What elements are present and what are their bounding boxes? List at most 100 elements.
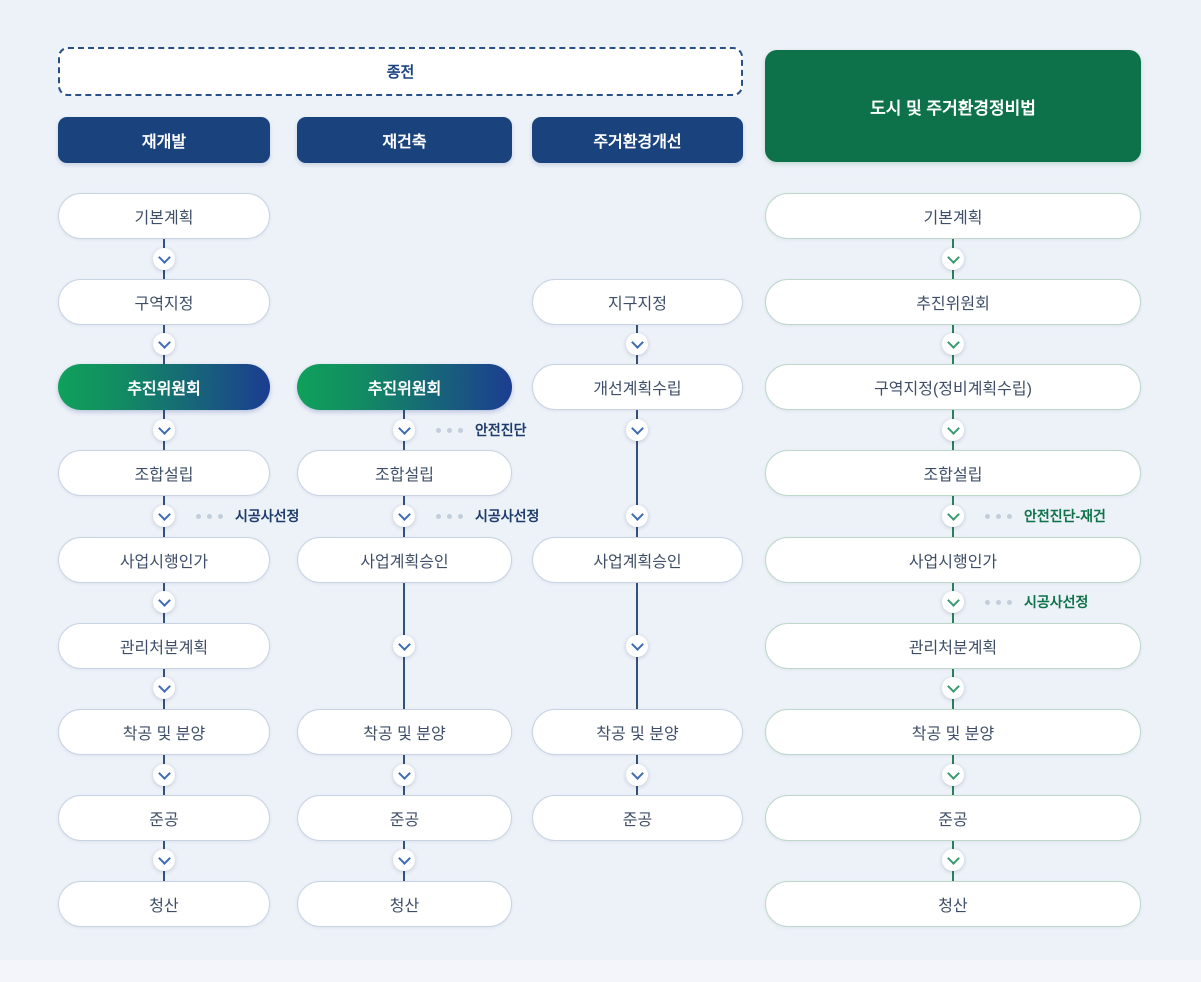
ellipsis-dots-icon <box>436 427 441 433</box>
column-header-label: 도시 및 주거환경정비법 <box>870 98 1036 118</box>
redev-step-basic-plan: 기본계획 <box>58 193 270 239</box>
recon-step-completion: 준공 <box>297 795 512 841</box>
chevron-down-icon <box>393 419 415 441</box>
law-step-project-implementation-approval: 사업시행인가 <box>765 537 1141 583</box>
step-label: 관리처분계획 <box>908 640 998 657</box>
law-step-completion: 준공 <box>765 795 1141 841</box>
column-header-reconstruction: 재건축 <box>297 117 512 163</box>
step-label: 지구지정 <box>608 296 667 313</box>
annotation-label: 시공사선정 <box>475 508 540 524</box>
chevron-down-icon <box>942 677 964 699</box>
step-label: 착공 및 분양 <box>122 726 206 743</box>
chevron-down-icon <box>153 849 175 871</box>
step-label: 추진위원회 <box>127 381 201 398</box>
redev-step-construction-and-sale: 착공 및 분양 <box>58 709 270 755</box>
annotation-label: 안전진단-재건 <box>1024 508 1106 524</box>
redev-step-liquidation: 청산 <box>58 881 270 927</box>
redev-step-promotion-committee: 추진위원회 <box>58 364 270 410</box>
improve-step-completion: 준공 <box>532 795 743 841</box>
step-label: 준공 <box>622 812 653 829</box>
step-label: 준공 <box>149 812 179 829</box>
chevron-down-icon <box>942 419 964 441</box>
column-header-residential-improvement: 주거환경개선 <box>532 117 743 163</box>
improve-step-improvement-plan: 개선계획수립 <box>532 364 743 410</box>
annotation-safety-inspection-reconstruction: 안전진단-재건 <box>985 506 1106 526</box>
legacy-group-box: 종전 <box>58 47 743 96</box>
law-step-promotion-committee: 추진위원회 <box>765 279 1141 325</box>
recon-step-promotion-committee: 추진위원회 <box>297 364 512 410</box>
chevron-down-icon <box>626 333 648 355</box>
step-label: 청산 <box>389 898 420 915</box>
redev-step-zone-designation: 구역지정 <box>58 279 270 325</box>
chevron-down-icon <box>942 248 964 270</box>
annotation-label: 시공사선정 <box>1024 594 1089 610</box>
step-label: 준공 <box>389 812 420 829</box>
chevron-down-icon <box>942 764 964 786</box>
step-label: 조합설립 <box>134 467 194 484</box>
chevron-down-icon <box>393 764 415 786</box>
law-step-zone-designation-maintenance-plan: 구역지정(정비계획수립) <box>765 364 1141 410</box>
law-step-construction-and-sale: 착공 및 분양 <box>765 709 1141 755</box>
chevron-down-icon <box>153 677 175 699</box>
chevron-down-icon <box>393 635 415 657</box>
step-label: 조합설립 <box>923 467 983 484</box>
redev-step-management-disposal-plan: 관리처분계획 <box>58 623 270 669</box>
law-step-basic-plan: 기본계획 <box>765 193 1141 239</box>
chevron-down-icon <box>153 248 175 270</box>
step-label: 착공 및 분양 <box>363 726 446 743</box>
annotation-safety-inspection: 안전진단 <box>436 420 527 440</box>
chevron-down-icon <box>942 505 964 527</box>
legacy-group-label: 종전 <box>386 64 415 81</box>
step-label: 사업계획승인 <box>593 554 682 571</box>
annotation-contractor-selection: 시공사선정 <box>436 506 539 526</box>
step-label: 구역지정(정비계획수립) <box>874 381 1032 398</box>
chevron-down-icon <box>153 505 175 527</box>
column-header-label: 주거환경개선 <box>593 134 682 151</box>
chevron-down-icon <box>942 333 964 355</box>
step-label: 준공 <box>938 812 968 829</box>
improve-step-district-designation: 지구지정 <box>532 279 743 325</box>
recon-step-association-establishment: 조합설립 <box>297 450 512 496</box>
annotation-contractor-selection: 시공사선정 <box>196 506 299 526</box>
recon-step-construction-and-sale: 착공 및 분양 <box>297 709 512 755</box>
chevron-down-icon <box>153 419 175 441</box>
chevron-down-icon <box>626 764 648 786</box>
step-label: 관리처분계획 <box>119 640 209 657</box>
step-label: 추진위원회 <box>367 381 442 398</box>
column-header-label: 재개발 <box>141 134 187 151</box>
law-step-association-establishment: 조합설립 <box>765 450 1141 496</box>
step-label: 추진위원회 <box>916 296 990 313</box>
recon-step-project-plan-approval: 사업계획승인 <box>297 537 512 583</box>
step-label: 청산 <box>938 898 968 915</box>
annotation-contractor-selection: 시공사선정 <box>985 592 1088 612</box>
annotation-label: 안전진단 <box>475 422 527 438</box>
redev-step-project-implementation-approval: 사업시행인가 <box>58 537 270 583</box>
step-label: 사업시행인가 <box>119 554 209 571</box>
step-label: 청산 <box>149 898 179 915</box>
step-label: 기본계획 <box>134 210 194 227</box>
chevron-down-icon <box>626 505 648 527</box>
chevron-down-icon <box>942 591 964 613</box>
ellipsis-dots-icon <box>436 513 441 519</box>
step-label: 조합설립 <box>375 467 434 484</box>
chevron-down-icon <box>393 505 415 527</box>
chevron-down-icon <box>153 764 175 786</box>
improve-step-project-plan-approval: 사업계획승인 <box>532 537 743 583</box>
step-label: 착공 및 분양 <box>596 726 679 743</box>
column-header-redevelopment: 재개발 <box>58 117 270 163</box>
step-label: 개선계획수립 <box>593 381 682 398</box>
step-label: 사업계획승인 <box>360 554 449 571</box>
law-step-liquidation: 청산 <box>765 881 1141 927</box>
column-header-label: 재건축 <box>382 134 427 151</box>
chevron-down-icon <box>393 849 415 871</box>
ellipsis-dots-icon <box>985 513 990 519</box>
step-label: 구역지정 <box>134 296 194 313</box>
chevron-down-icon <box>153 333 175 355</box>
chevron-down-icon <box>626 635 648 657</box>
ellipsis-dots-icon <box>985 599 990 605</box>
chevron-down-icon <box>153 591 175 613</box>
ellipsis-dots-icon <box>196 513 201 519</box>
chevron-down-icon <box>942 849 964 871</box>
improve-step-construction-and-sale: 착공 및 분양 <box>532 709 743 755</box>
step-label: 착공 및 분양 <box>911 726 995 743</box>
